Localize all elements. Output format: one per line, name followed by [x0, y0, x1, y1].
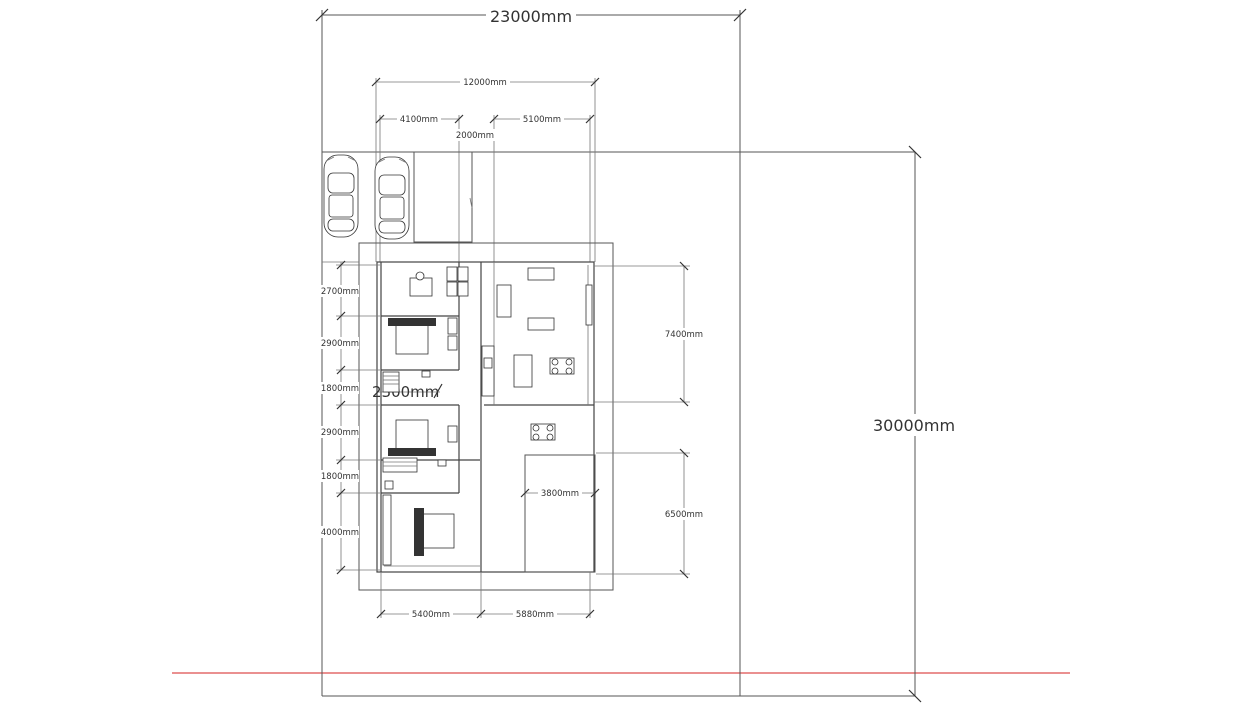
dimension-label-overall-depth: 30000mm	[873, 416, 955, 435]
site-boundary	[321, 151, 915, 697]
dimension-label-5100: 5100mm	[523, 115, 561, 125]
dimension-label-house-width: 12000mm	[463, 78, 507, 88]
dimension-house-width: 12000mm	[371, 76, 600, 262]
dimension-living: 7400mm	[594, 261, 704, 407]
desk-with-chair	[409, 266, 469, 297]
dimension-left-chain: 2700mm 2900mm 1800mm 2900mm 1800mm 4000m…	[321, 260, 380, 575]
car-1	[323, 154, 359, 238]
garage: 3800mm	[520, 454, 600, 573]
dimension-top-segments: 4100mm 2000mm 5100mm	[375, 113, 595, 262]
dimension-label-2000: 2000mm	[456, 131, 494, 141]
bedroom-1-bed	[382, 317, 458, 393]
dimension-overall-width: 23000mm	[315, 5, 747, 152]
dimension-label-5880: 5880mm	[516, 610, 554, 620]
dining-set	[530, 423, 556, 441]
dimension-label-4000: 4000mm	[321, 528, 359, 538]
interior-walls	[380, 262, 594, 572]
living-room-furniture	[481, 267, 593, 397]
dimension-label-2900-b: 2900mm	[321, 428, 359, 438]
dimension-bottom: 5400mm 5880mm	[376, 572, 595, 620]
dimension-label-2900-a: 2900mm	[321, 339, 359, 349]
house-outline	[322, 242, 614, 591]
dimension-label-6500: 6500mm	[665, 510, 703, 520]
dimension-garage: 6500mm	[596, 448, 704, 579]
parking-area	[413, 151, 473, 243]
bedroom-2-bed	[382, 419, 458, 490]
dimension-label-3800: 3800mm	[541, 489, 579, 499]
car-2	[374, 156, 410, 240]
dimension-label-5400: 5400mm	[412, 610, 450, 620]
master-bedroom-bed	[382, 494, 455, 566]
dimension-label-7400: 7400mm	[665, 330, 703, 340]
dimension-label-2300: 2300mm	[372, 383, 439, 401]
dimension-label-overall-width: 23000mm	[490, 7, 572, 26]
dimension-label-1800-a: 1800mm	[321, 384, 359, 394]
dimension-label-2700: 2700mm	[321, 287, 359, 297]
dimension-label-4100: 4100mm	[400, 115, 438, 125]
dimension-label-1800-b: 1800mm	[321, 472, 359, 482]
dimension-overall-depth: 30000mm	[870, 145, 960, 703]
corridor-dimension: 2300mm	[372, 383, 443, 401]
